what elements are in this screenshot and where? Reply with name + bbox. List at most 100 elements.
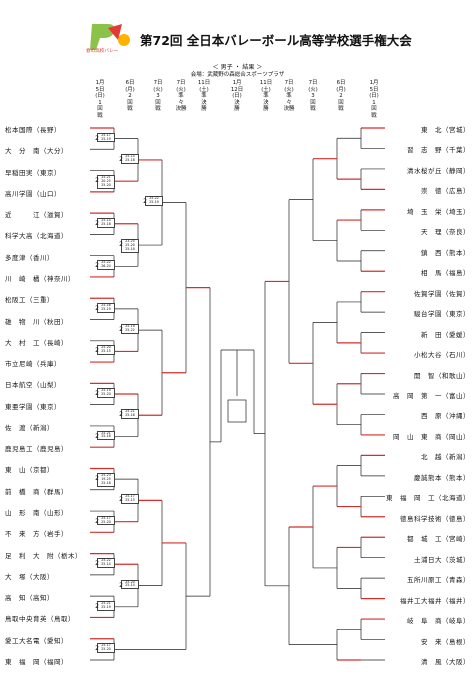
set-count: 2 — [119, 155, 123, 163]
schedule-rnd3: 勝 — [201, 106, 207, 113]
schedule-rnd: 準 — [263, 93, 269, 100]
schedule-rnd2: 回 — [371, 106, 377, 113]
left-team: 不 来 方（岩手） — [5, 530, 68, 539]
right-team: 東 福 岡 工（北海道） — [386, 494, 470, 503]
schedule-column: 7日(火)準々決勝 — [170, 80, 192, 113]
match-score: 25-17 25-20 — [97, 515, 115, 526]
left-team: 東 山（京都） — [5, 466, 54, 475]
right-team: 徳島科学技術（徳島） — [400, 514, 470, 523]
set-count: 2 — [95, 432, 99, 440]
match-score: 25-19 25-22 — [121, 324, 139, 334]
right-team: 相 馬（福島） — [421, 269, 470, 278]
right-team: 新 田（愛媛） — [421, 330, 470, 339]
schedule-rnd3: 戦 — [97, 112, 103, 119]
set-count: 2 — [95, 262, 99, 270]
set-count: 2 — [95, 602, 99, 610]
left-team: 東亜学園（東京） — [5, 402, 61, 411]
schedule-rnd3: 勝 — [234, 106, 240, 113]
schedule-rnd: 1 — [372, 99, 376, 106]
schedule-dow: (火) — [284, 86, 294, 93]
left-team: 高川学園（山口） — [5, 189, 61, 198]
schedule-rnd: 準 — [286, 93, 292, 100]
right-team: 開 智（和歌山） — [414, 371, 470, 380]
match-score: 25-16 25-19 — [97, 302, 115, 313]
left-team: 大 村 工（長崎） — [5, 338, 68, 347]
left-team: 川 崎 橘（神奈川） — [5, 274, 75, 283]
schedule-day: 11日 — [259, 80, 273, 86]
schedule-rnd: 決 — [234, 99, 240, 106]
right-team: 福井工大福井（福井） — [400, 596, 470, 605]
schedule-column: 11日(土)準決勝 — [255, 80, 277, 113]
match-score: 25-21 25-18 — [97, 430, 115, 441]
right-team: 駿台学園（東京） — [414, 310, 470, 319]
right-team: 岡 山 東 商（岡山） — [393, 432, 470, 441]
champion-box — [227, 399, 247, 423]
schedule-rnd: 1 — [98, 99, 102, 106]
left-team: 前 橋 商（群馬） — [5, 487, 68, 496]
schedule-rnd3: 戦 — [127, 106, 133, 113]
right-team: 天 理（奈良） — [421, 228, 470, 237]
left-team: 佐 渡（新潟） — [5, 423, 54, 432]
schedule-rnd: 準 — [178, 93, 184, 100]
set-count: 2 — [95, 390, 99, 397]
left-team: 鳥取中央育英（鳥取） — [5, 615, 75, 624]
right-team: 西 原（沖縄） — [421, 412, 470, 421]
right-team: 崇 徳（広島） — [421, 187, 470, 196]
page-title: 第72回 全日本バレーボール高等学校選手権大会 — [140, 33, 412, 48]
left-team: 多度津（香川） — [5, 253, 54, 262]
schedule-rnd2: 回 — [97, 106, 103, 113]
match-score: 25-15 25-18 — [121, 153, 139, 164]
set-count: 2 — [119, 326, 123, 334]
set-count: 2 — [95, 304, 99, 312]
schedule-dow: (火) — [176, 86, 186, 93]
schedule-dow: (日) — [95, 93, 105, 100]
right-team: 安 来（島根） — [421, 637, 470, 646]
match-score: 25-22 25-14 — [97, 558, 115, 569]
right-team: 小松大谷（石川） — [414, 351, 470, 360]
right-team: 佐賀学園（佐賀） — [414, 289, 470, 298]
schedule-dow: (月) — [336, 86, 346, 93]
left-team: 松阪工（三重） — [5, 296, 54, 305]
schedule-rnd2: 決 — [263, 99, 269, 106]
schedule-rnd2: 決 — [201, 99, 207, 106]
schedule-date: 1月 — [232, 80, 242, 86]
schedule-dow: (火) — [308, 86, 318, 93]
set-count: 2 — [143, 198, 147, 206]
schedule-day: 7日 — [176, 80, 186, 86]
schedule-day: 6日 — [336, 80, 346, 86]
match-score: 25-17 25-20 — [97, 643, 115, 654]
schedule-day: 6日 — [125, 80, 135, 86]
schedule-rnd2: 回 — [310, 99, 316, 106]
left-team: 大 塚（大阪） — [5, 572, 54, 581]
right-team: 清 風（大阪） — [421, 658, 470, 666]
schedule-day: 7日 — [284, 80, 294, 86]
match-score: 25-19 25-20 — [97, 388, 115, 398]
schedule-rnd: 2 — [128, 93, 132, 100]
match-score: 25-21 25-19 — [97, 600, 115, 611]
schedule-rnd: 3 — [156, 93, 160, 100]
left-team: 市立尼崎（兵庫） — [5, 360, 61, 369]
schedule-dow: (土) — [199, 86, 209, 93]
set-count: 2 — [119, 581, 123, 589]
set-count: 2 — [95, 475, 99, 483]
results-subtitle: ＜ 男子 ・ 結果 ＞ — [212, 64, 263, 71]
schedule-column: 7日(火)準々決勝 — [278, 80, 300, 113]
match-score: 25-14 25-18 — [97, 217, 115, 228]
left-team: 山 形 南（山形） — [5, 509, 68, 518]
schedule-dow: (月) — [125, 86, 135, 93]
match-score: 25-20 25-15 — [97, 345, 115, 356]
schedule-dow: (日) — [232, 93, 242, 100]
schedule-dow: (日) — [369, 93, 379, 100]
left-team: 鹿児島工（鹿児島） — [5, 445, 68, 454]
schedule-rnd2: 々 — [286, 99, 292, 106]
match-score: 25-23 19-25 25-18 — [97, 473, 115, 487]
set-count: 2 — [95, 645, 99, 653]
match-score: 23-25 25-20 25-18 — [121, 239, 139, 253]
